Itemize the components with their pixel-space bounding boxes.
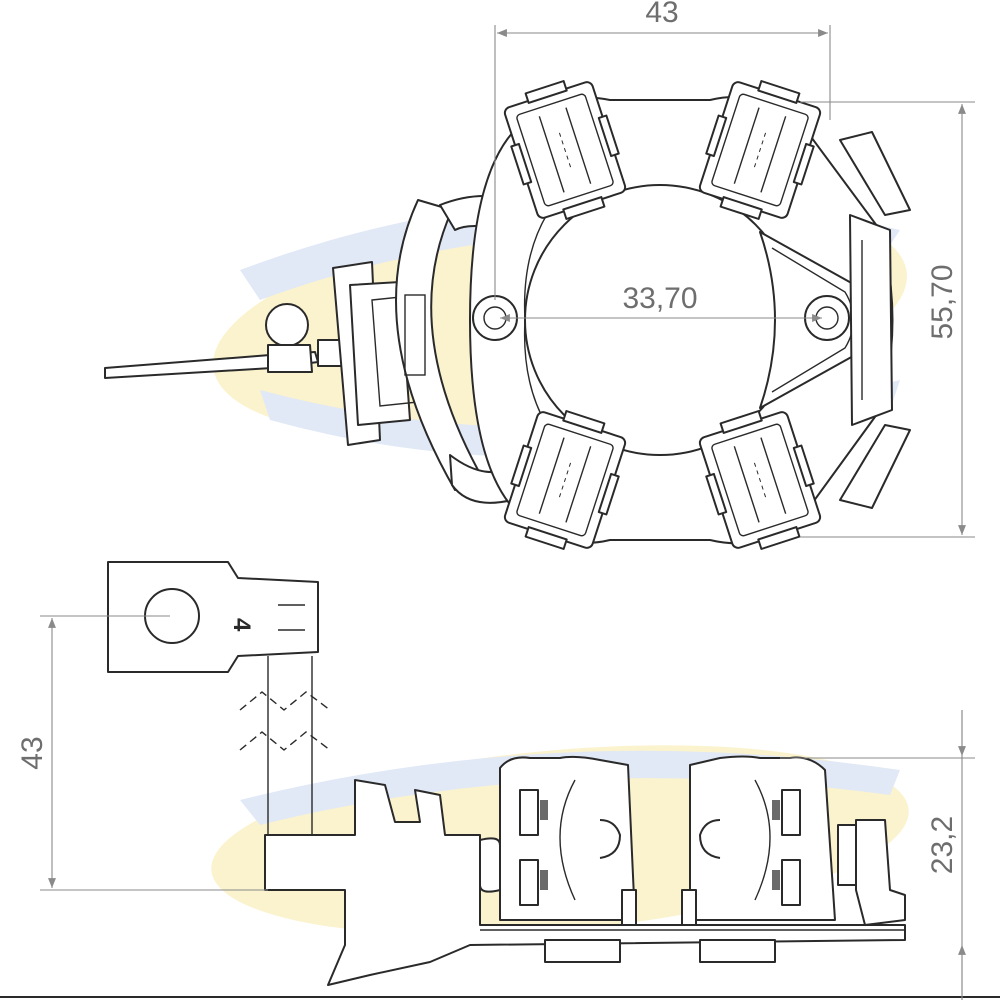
lead-length-value: 43 (16, 736, 49, 769)
dimension-side-height: 23,2 (780, 710, 975, 1000)
hole-spacing-value: 33,70 (622, 282, 697, 315)
side-body (264, 779, 906, 986)
dimension-height: 55,70 (800, 101, 975, 538)
terminal-tab: 4 (107, 561, 319, 673)
terminal-number: 4 (228, 618, 255, 632)
right-rail (839, 131, 911, 509)
dimension-top-width: 43 (494, 0, 831, 300)
top-width-value: 43 (645, 0, 678, 29)
height-value: 55,70 (926, 264, 959, 339)
dimension-lead-length: 43 (16, 615, 268, 891)
dimension-hole-spacing: 33,70 (500, 282, 822, 322)
side-view: 4 (0, 561, 1000, 998)
top-view (104, 70, 911, 560)
side-height-value: 23,2 (926, 816, 959, 874)
terminal-lead-top (104, 303, 354, 379)
lead-wire-side (239, 656, 331, 840)
side-brush-box-left (479, 755, 637, 926)
side-feet (0, 939, 1000, 998)
side-brush-box-right (681, 755, 906, 926)
